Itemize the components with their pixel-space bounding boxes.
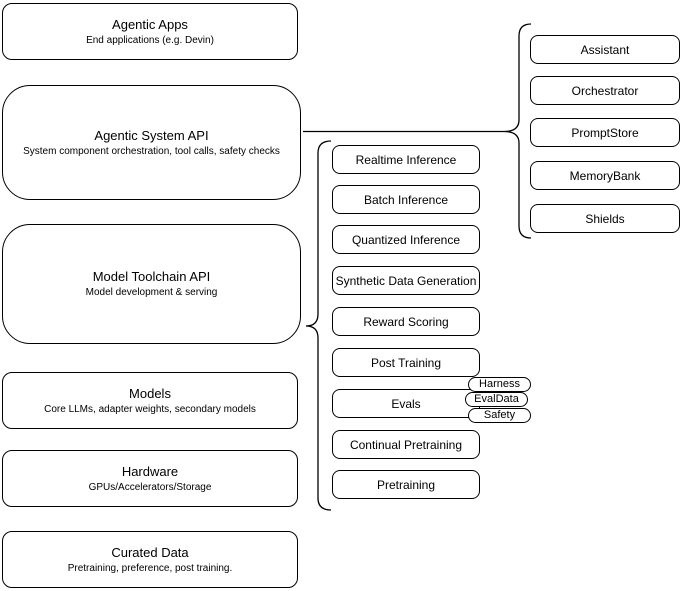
node-assistant: Assistant <box>530 35 680 64</box>
node-memorybank: MemoryBank <box>530 161 680 190</box>
node-title: Curated Data <box>111 544 189 560</box>
node-pretraining: Pretraining <box>332 470 480 499</box>
node-agentic-system-api: Agentic System API System component orch… <box>2 85 301 200</box>
node-subtitle: Pretraining, preference, post training. <box>67 562 233 574</box>
node-label: Synthetic Data Generation <box>335 273 477 288</box>
node-label: Realtime Inference <box>355 152 457 167</box>
node-label: Quantized Inference <box>351 232 461 247</box>
node-curated-data: Curated Data Pretraining, preference, po… <box>2 531 298 588</box>
toolchain-services-brace <box>305 140 332 511</box>
node-label: Evals <box>391 396 421 411</box>
node-subtitle: Core LLMs, adapter weights, secondary mo… <box>44 403 256 415</box>
node-title: Models <box>129 385 171 401</box>
node-promptstore: PromptStore <box>530 118 680 147</box>
node-agentic-apps: Agentic Apps End applications (e.g. Devi… <box>2 3 298 60</box>
node-label: Shields <box>585 211 625 226</box>
node-subtitle: End applications (e.g. Devin) <box>86 34 214 46</box>
node-hardware: Hardware GPUs/Accelerators/Storage <box>2 450 298 507</box>
node-subtitle: GPUs/Accelerators/Storage <box>88 481 212 493</box>
node-post-training: Post Training <box>332 348 480 377</box>
node-shields: Shields <box>530 204 680 233</box>
node-reward-scoring: Reward Scoring <box>332 307 480 336</box>
tag-label: Harness <box>479 378 520 390</box>
node-subtitle: Model development & serving <box>85 287 218 298</box>
node-synthetic-data-generation: Synthetic Data Generation <box>332 266 480 295</box>
node-label: Continual Pretraining <box>349 437 463 452</box>
node-title: Model Toolchain API <box>92 269 211 284</box>
tag-evaldata: EvalData <box>465 392 528 407</box>
node-label: Pretraining <box>376 477 436 492</box>
node-evals: Evals <box>332 389 480 418</box>
node-continual-pretraining: Continual Pretraining <box>332 430 480 459</box>
node-label: Assistant <box>580 42 630 57</box>
node-title: Hardware <box>121 463 179 479</box>
tag-label: EvalData <box>474 393 519 405</box>
tag-harness: Harness <box>468 377 531 392</box>
node-label: Batch Inference <box>363 192 449 207</box>
node-label: Reward Scoring <box>363 314 449 329</box>
node-label: PromptStore <box>571 125 639 140</box>
node-batch-inference: Batch Inference <box>332 185 480 214</box>
node-title: Agentic System API <box>94 127 209 143</box>
node-label: Orchestrator <box>571 83 639 98</box>
node-label: MemoryBank <box>569 168 641 183</box>
node-model-toolchain-api: Model Toolchain API Model development & … <box>2 224 301 344</box>
node-subtitle: System component orchestration, tool cal… <box>23 145 280 157</box>
tag-safety: Safety <box>468 408 531 423</box>
node-label: Post Training <box>370 355 442 370</box>
tag-label: Safety <box>483 409 516 421</box>
node-realtime-inference: Realtime Inference <box>332 145 480 174</box>
system-components-brace <box>503 23 532 239</box>
node-title: Agentic Apps <box>112 16 188 32</box>
node-quantized-inference: Quantized Inference <box>332 225 480 254</box>
node-models: Models Core LLMs, adapter weights, secon… <box>2 372 298 429</box>
node-orchestrator: Orchestrator <box>530 76 680 105</box>
